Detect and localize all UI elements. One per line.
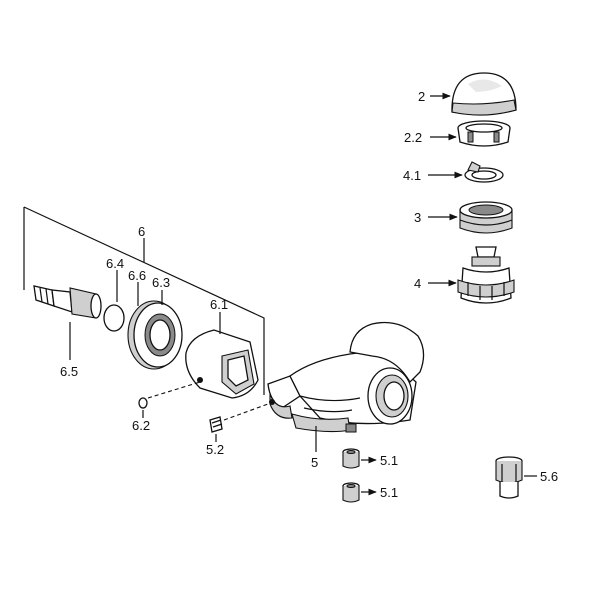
label-4-1: 4.1 [403, 168, 421, 183]
label-5-6: 5.6 [540, 469, 558, 484]
label-6-6: 6.6 [128, 268, 146, 283]
part-5-1-nipple-b [342, 482, 360, 503]
label-6-1: 6.1 [210, 297, 228, 312]
part-6-5-hose-connector [33, 285, 102, 319]
part-6-2-screw [138, 397, 148, 409]
part-2-cap [451, 72, 517, 116]
part-6-3-flange-nut [127, 300, 183, 370]
label-5-2: 5.2 [206, 442, 224, 457]
label-6-5: 6.5 [60, 364, 78, 379]
label-6-4: 6.4 [106, 256, 124, 271]
part-3-nut [459, 201, 513, 234]
part-6-4-o-ring [103, 304, 125, 332]
part-6-1-escutcheon [185, 329, 259, 399]
label-4: 4 [414, 276, 421, 291]
label-2-2: 2.2 [404, 130, 422, 145]
part-4-cartridge [457, 246, 515, 304]
part-5-6-fitting [495, 456, 523, 499]
part-2-2-ring [457, 120, 511, 147]
group-6-bracket [23, 206, 265, 395]
label-5-1a: 5.1 [380, 453, 398, 468]
label-3: 3 [414, 210, 421, 225]
label-5-1b: 5.1 [380, 485, 398, 500]
part-4-1-clip [464, 161, 504, 183]
dash-5-2 [223, 403, 269, 421]
label-6: 6 [138, 224, 145, 239]
label-5: 5 [311, 455, 318, 470]
part-5-1-nipple-a [342, 448, 360, 469]
label-6-2: 6.2 [132, 418, 150, 433]
dash-6-2 [147, 381, 201, 399]
part-5-2-grub-screw [209, 416, 223, 433]
label-2: 2 [418, 89, 425, 104]
part-5-valve-body [267, 321, 425, 433]
label-6-3: 6.3 [152, 275, 170, 290]
